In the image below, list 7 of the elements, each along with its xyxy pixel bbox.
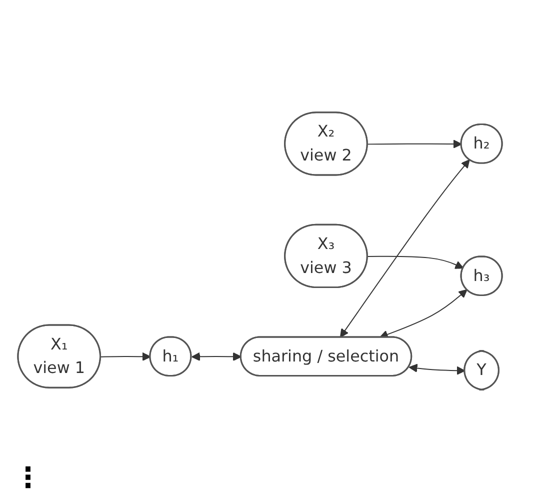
arrow — [191, 352, 242, 362]
arrow — [340, 159, 470, 338]
ellipsis-mark: ⋮ — [14, 461, 42, 494]
arrow — [408, 364, 466, 375]
arrow — [100, 352, 151, 362]
arrow — [367, 140, 462, 148]
arrow — [367, 256, 464, 269]
